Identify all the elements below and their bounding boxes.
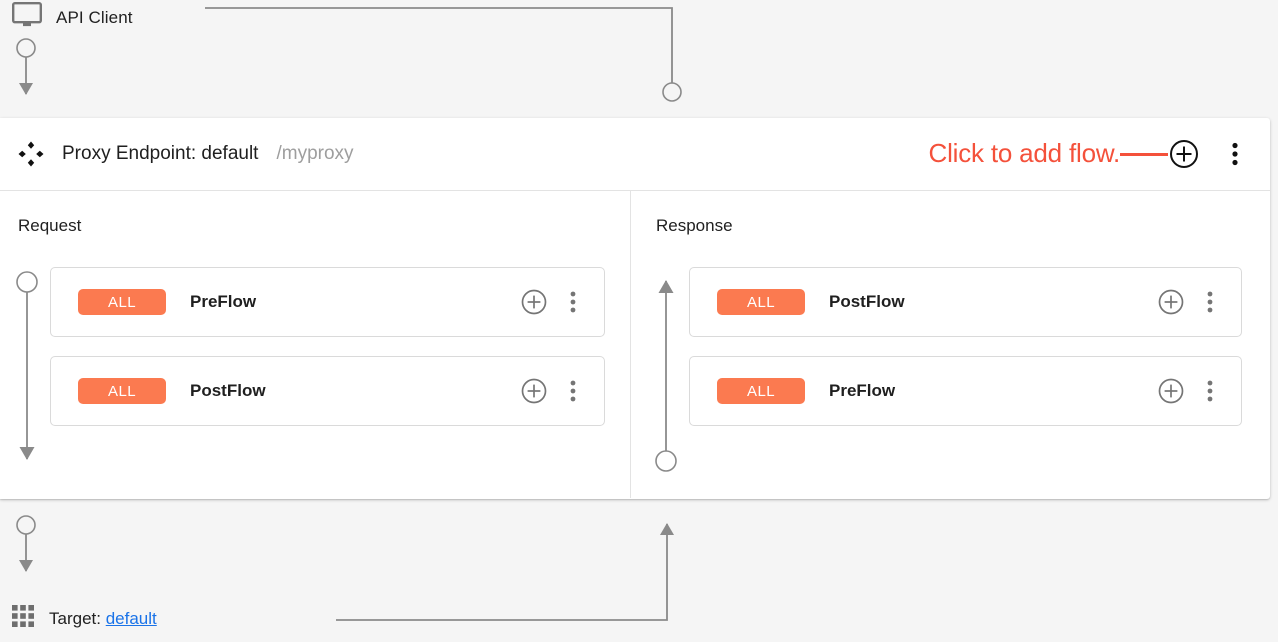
flow-name: PostFlow: [829, 292, 905, 311]
endpoint-out-port: [16, 515, 36, 535]
flow-condition-badge: ALL: [78, 378, 166, 404]
add-flow-annotation: Click to add flow.: [928, 138, 1121, 168]
target-label: Target: default: [49, 609, 157, 629]
flow-name: PreFlow: [190, 292, 257, 311]
flow-card-actions: [519, 287, 588, 317]
move-handle-icon[interactable]: [18, 141, 44, 167]
flow-card-actions: [1156, 287, 1225, 317]
flow-menu-button[interactable]: [1195, 376, 1225, 406]
flow-condition-badge: ALL: [717, 378, 805, 404]
client-in-port: [662, 82, 682, 102]
monitor-icon: [12, 2, 43, 33]
add-step-button[interactable]: [519, 287, 549, 317]
flow-card[interactable]: ALL PreFlow: [50, 267, 605, 337]
target-to-endpoint-arrow: [336, 523, 674, 621]
client-out-port: [16, 38, 36, 58]
target-link[interactable]: default: [105, 608, 157, 628]
flow-card[interactable]: ALL PostFlow: [689, 267, 1242, 337]
endpoint-to-client-wire: [205, 7, 673, 83]
request-column-title: Request: [18, 216, 82, 235]
add-flow-button[interactable]: [1168, 138, 1200, 170]
flow-card[interactable]: ALL PreFlow: [689, 356, 1242, 426]
api-client-label: API Client: [56, 7, 133, 27]
add-step-button[interactable]: [1156, 376, 1186, 406]
flow-condition-badge: ALL: [78, 289, 166, 315]
response-in-port: [655, 450, 677, 472]
flow-menu-button[interactable]: [558, 376, 588, 406]
flow-columns: Request ALL PreFlow: [0, 191, 1270, 498]
request-in-port: [16, 271, 38, 293]
flow-name: PreFlow: [829, 381, 896, 400]
add-step-button[interactable]: [519, 376, 549, 406]
target-node[interactable]: Target: default: [12, 605, 157, 632]
flow-menu-button[interactable]: [1195, 287, 1225, 317]
response-column-title: Response: [656, 216, 733, 235]
endpoint-path: /myproxy: [276, 143, 354, 164]
grid-apps-icon: [12, 605, 34, 632]
flow-name: PostFlow: [190, 381, 266, 400]
endpoint-header: Proxy Endpoint: default /myproxy Click t…: [0, 118, 1270, 191]
endpoint-menu-button[interactable]: [1218, 137, 1252, 171]
endpoint-header-actions: Click to add flow.: [929, 137, 1253, 171]
api-client-node[interactable]: API Client: [12, 2, 133, 33]
response-column: Response ALL PostFlow: [631, 191, 1270, 498]
add-step-button[interactable]: [1156, 287, 1186, 317]
request-column: Request ALL PreFlow: [0, 191, 631, 498]
request-flow-list: ALL PreFlow: [50, 267, 605, 445]
annotation-pointer-line: [1120, 152, 1168, 156]
response-flow-list: ALL PostFlow: [689, 267, 1242, 445]
flow-card-actions: [1156, 376, 1225, 406]
target-label-text: Target:: [49, 608, 101, 628]
flow-card[interactable]: ALL PostFlow: [50, 356, 605, 426]
proxy-endpoint-panel: Proxy Endpoint: default /myproxy Click t…: [0, 118, 1270, 499]
endpoint-title: Proxy Endpoint: default: [62, 143, 259, 164]
flow-menu-button[interactable]: [558, 287, 588, 317]
flow-condition-badge: ALL: [717, 289, 805, 315]
flow-card-actions: [519, 376, 588, 406]
